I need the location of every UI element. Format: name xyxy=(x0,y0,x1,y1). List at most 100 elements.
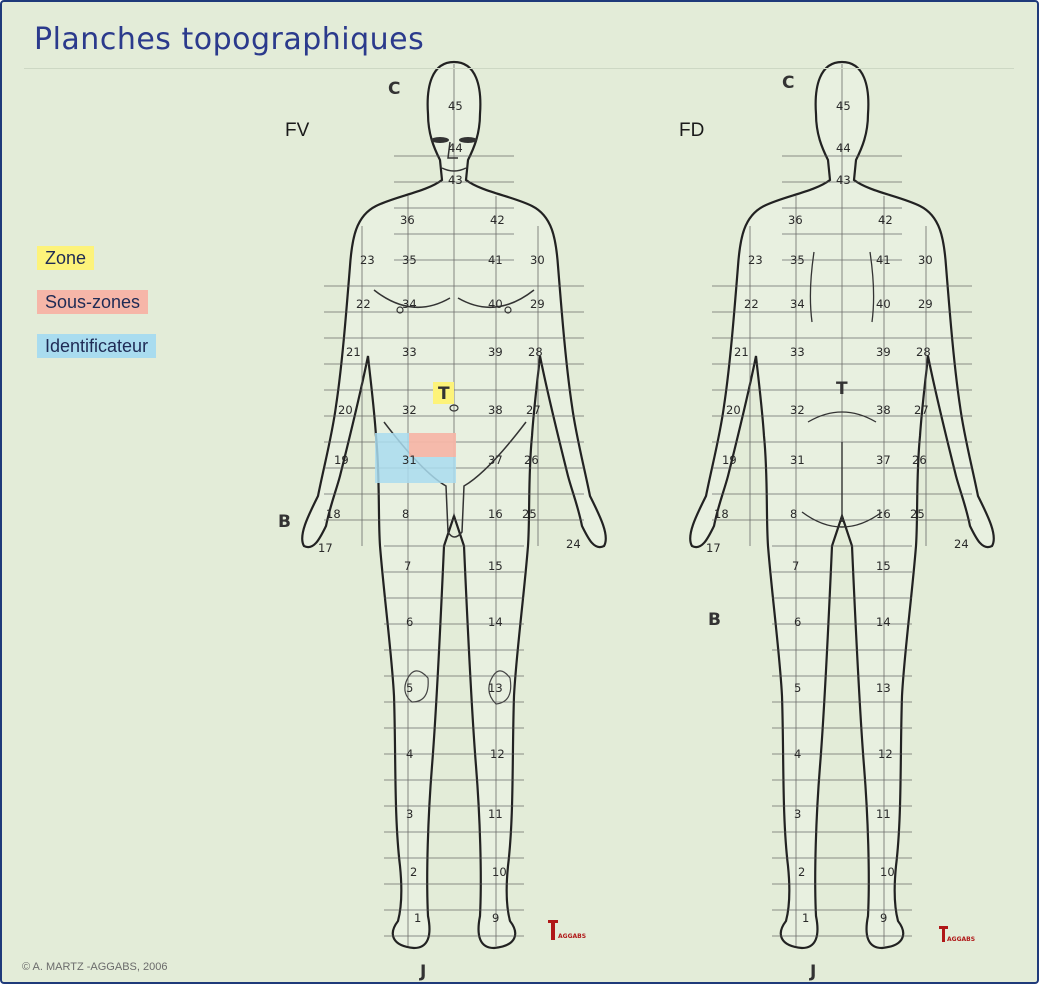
zone-number: 14 xyxy=(876,615,891,629)
svg-text:AGGABS: AGGABS xyxy=(947,936,975,943)
zone-number: 5 xyxy=(406,681,413,695)
zone-number: 20 xyxy=(338,403,353,417)
zone-number: 1 xyxy=(802,911,809,925)
zone-number: 9 xyxy=(492,911,499,925)
title-divider xyxy=(24,68,1014,69)
view-label-back: FD xyxy=(679,120,704,142)
zone-number: 24 xyxy=(566,537,581,551)
zone-number: 28 xyxy=(916,345,931,359)
zone-number: 2 xyxy=(410,865,417,879)
zone-number: 17 xyxy=(318,541,333,555)
zone-number: 31 xyxy=(402,453,417,467)
zone-number: 8 xyxy=(402,507,409,521)
zone-number: 13 xyxy=(876,681,891,695)
zone-number: 34 xyxy=(790,297,805,311)
zone-number: 38 xyxy=(876,403,891,417)
zone-number: 10 xyxy=(492,865,507,879)
zone-number: 37 xyxy=(876,453,891,467)
zone-number: 5 xyxy=(794,681,801,695)
legend-sous-zones: Sous-zones xyxy=(37,290,148,314)
zone-number: 18 xyxy=(326,507,341,521)
zone-number: 36 xyxy=(400,213,415,227)
marker-c-front: C xyxy=(388,79,400,99)
legend-zone: Zone xyxy=(37,246,94,270)
aggabs-logo-front: AGGABS xyxy=(548,920,586,940)
zone-number: 37 xyxy=(488,453,503,467)
zone-number: 45 xyxy=(836,99,851,113)
marker-c-back: C xyxy=(782,73,794,93)
zone-number: 26 xyxy=(912,453,927,467)
zone-number: 16 xyxy=(876,507,891,521)
zone-number: 15 xyxy=(488,559,503,573)
zone-number: 30 xyxy=(530,253,545,267)
zone-number: 44 xyxy=(448,141,463,155)
zone-number: 32 xyxy=(402,403,417,417)
zone-number: 12 xyxy=(878,747,893,761)
zone-number: 33 xyxy=(402,345,417,359)
zone-number: 29 xyxy=(918,297,933,311)
zone-number: 24 xyxy=(954,537,969,551)
legend-identificateur: Identificateur xyxy=(37,334,156,358)
zone-number: 20 xyxy=(726,403,741,417)
zone-number: 25 xyxy=(910,507,925,521)
zone-number: 22 xyxy=(744,297,759,311)
zone-number: 11 xyxy=(876,807,891,821)
zone-number: 3 xyxy=(406,807,413,821)
zone-number: 22 xyxy=(356,297,371,311)
zone-number: 7 xyxy=(404,559,411,573)
zone-number: 35 xyxy=(402,253,417,267)
zone-number: 39 xyxy=(488,345,503,359)
zone-number: 32 xyxy=(790,403,805,417)
zone-number: 19 xyxy=(334,453,349,467)
zone-number: 7 xyxy=(792,559,799,573)
zone-number: 44 xyxy=(836,141,851,155)
zone-number: 17 xyxy=(706,541,721,555)
zone-number: 21 xyxy=(734,345,749,359)
zone-number: 35 xyxy=(790,253,805,267)
zone-number: 38 xyxy=(488,403,503,417)
zone-number: 31 xyxy=(790,453,805,467)
eye-left-icon xyxy=(431,137,449,143)
zone-number: 36 xyxy=(788,213,803,227)
zone-number: 43 xyxy=(448,173,463,187)
zone-number: 19 xyxy=(722,453,737,467)
zone-number: 43 xyxy=(836,173,851,187)
zone-number: 10 xyxy=(880,865,895,879)
aggabs-logo-back: AGGABS xyxy=(939,926,975,943)
zone-number: 40 xyxy=(876,297,891,311)
marker-t-front: T xyxy=(438,384,450,404)
view-label-front: FV xyxy=(285,120,309,142)
zone-number: 34 xyxy=(402,297,417,311)
zone-number: 3 xyxy=(794,807,801,821)
marker-j-front: J xyxy=(419,962,426,982)
zone-number: 29 xyxy=(530,297,545,311)
zone-number: 9 xyxy=(880,911,887,925)
zone-number: 27 xyxy=(526,403,541,417)
zone-number: 8 xyxy=(790,507,797,521)
zone-number: 13 xyxy=(488,681,503,695)
zone-number: 12 xyxy=(490,747,505,761)
copyright-text: © A. MARTZ -AGGABS, 2006 xyxy=(22,961,167,973)
zone-number: 42 xyxy=(878,213,893,227)
zone-number: 6 xyxy=(794,615,801,629)
zone-number: 23 xyxy=(360,253,375,267)
zone-number: 41 xyxy=(876,253,891,267)
svg-text:AGGABS: AGGABS xyxy=(558,933,586,940)
page-title: Planches topographiques xyxy=(34,22,424,57)
zone-number: 21 xyxy=(346,345,361,359)
zone-number: 33 xyxy=(790,345,805,359)
zone-number: 42 xyxy=(490,213,505,227)
zone-number: 27 xyxy=(914,403,929,417)
zone-number: 41 xyxy=(488,253,503,267)
zone-number: 25 xyxy=(522,507,537,521)
zone-number: 23 xyxy=(748,253,763,267)
zone-number: 11 xyxy=(488,807,503,821)
zone-number: 4 xyxy=(406,747,413,761)
zone-number: 45 xyxy=(448,99,463,113)
zone-number: 1 xyxy=(414,911,421,925)
zone-number: 2 xyxy=(798,865,805,879)
zone-number: 16 xyxy=(488,507,503,521)
